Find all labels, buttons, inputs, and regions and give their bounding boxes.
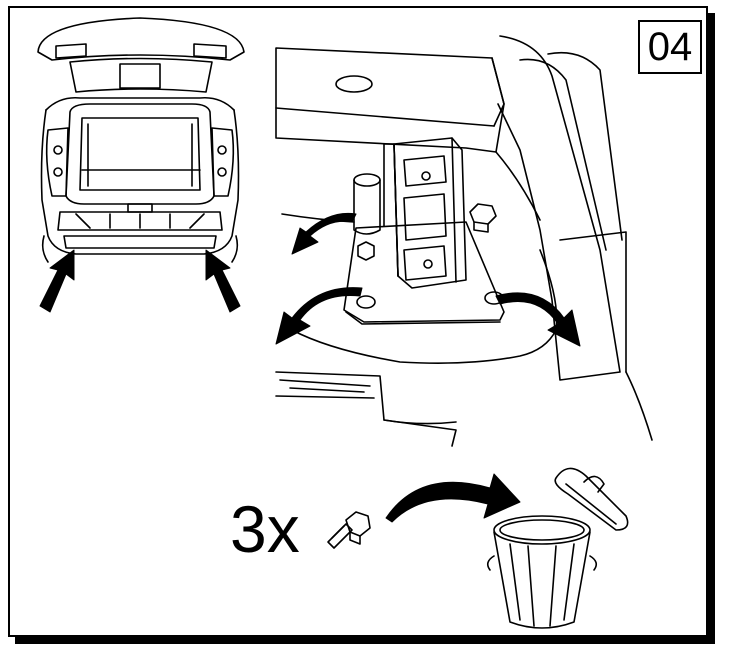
curved-arrow-icon bbox=[385, 473, 521, 523]
car-rear-view-icon bbox=[37, 17, 245, 263]
step-number: 04 bbox=[638, 20, 702, 74]
curved-arrow-icon bbox=[291, 212, 357, 255]
up-arrow-icon bbox=[39, 249, 75, 313]
bolt-icon bbox=[327, 511, 371, 549]
up-arrow-icon bbox=[205, 249, 241, 313]
bracket-detail-icon bbox=[275, 35, 653, 447]
curved-arrow-icon bbox=[275, 287, 363, 345]
curved-arrow-icon bbox=[495, 292, 581, 347]
quantity-label: 3x bbox=[230, 492, 300, 566]
trash-bin-icon bbox=[486, 467, 629, 629]
